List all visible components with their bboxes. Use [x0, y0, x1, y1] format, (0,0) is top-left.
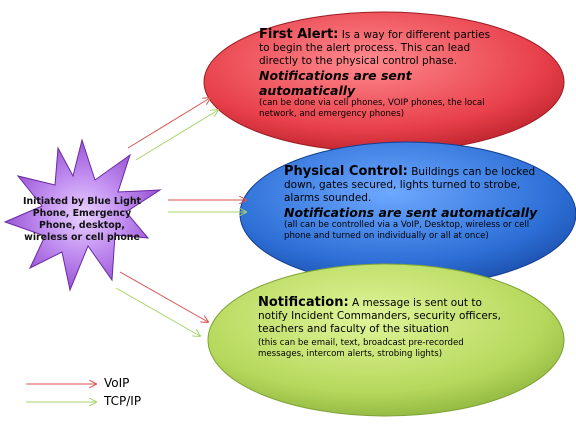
first-alert-body: Is a way for different parties to begin …: [259, 29, 491, 67]
physical-control-detail: (all can be controlled via a VoIP, Deskt…: [284, 220, 530, 241]
first-alert-detail: (can be done via cell phones, VOIP phone…: [259, 98, 485, 119]
physical-control-heading: Physical Control:: [284, 164, 408, 179]
tcpip-arrow-notification: [115, 287, 200, 336]
notification-text: Notification: A message is sent out to n…: [258, 296, 508, 360]
first-alert-notification: Notifications are sent automatically: [259, 68, 412, 98]
first-alert-text: First Alert: Is a way for different part…: [259, 28, 497, 120]
legend-voip-label: VoIP: [104, 376, 130, 390]
notification-body: A message is sent out to notify Incident…: [258, 297, 501, 335]
notification-detail: (this can be email, text, broadcast pre-…: [258, 338, 464, 359]
notification-heading: Notification:: [258, 295, 349, 310]
physical-control-text: Physical Control: Buildings can be locke…: [284, 165, 546, 242]
tcpip-arrow-first-alert: [135, 110, 218, 161]
first-alert-heading: First Alert:: [259, 27, 339, 42]
legend-tcpip-label: TCP/IP: [104, 394, 142, 408]
notification-oval: [207, 263, 565, 417]
initiator-label: Initiated by Blue Light Phone, Emergency…: [22, 196, 141, 243]
physical-control-body: Buildings can be locked down, gates secu…: [284, 166, 536, 204]
voip-arrow-notification: [119, 271, 208, 322]
initiator-star: [3, 138, 162, 292]
physical-control-notification: Notifications are sent automatically: [284, 205, 538, 220]
voip-arrow-first-alert: [127, 98, 210, 149]
